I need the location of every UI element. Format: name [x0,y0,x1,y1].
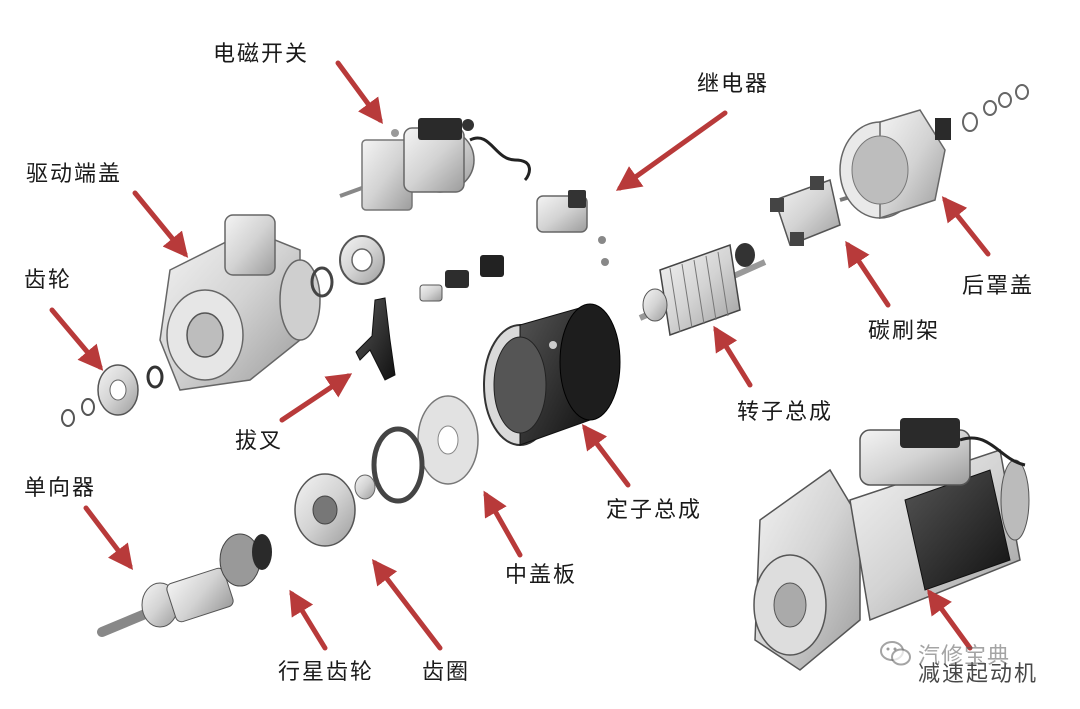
arrow-stator-assembly [581,424,631,488]
label-reduction-starter: 减速起动机 [918,662,1039,687]
arrow-gear [49,307,104,371]
label-one-way-clutch: 单向器 [24,476,97,501]
arrow-shift-fork [279,373,353,423]
arrow-brush-holder [845,240,891,308]
stator-assembly-part [483,303,621,446]
rotor-assembly-part [638,243,767,337]
ring-gear-part [354,426,425,504]
arrow-ring-gear [371,559,443,651]
arrows [49,60,991,651]
one-way-clutch-part [97,533,272,637]
label-shift-fork: 拔叉 [235,429,284,454]
watermark-text: 汽修宝典 [918,644,1011,669]
label-rear-cover: 后罩盖 [962,274,1035,299]
arrow-relay [615,110,728,191]
shift-fork-part [355,297,396,381]
relay-part [536,190,609,266]
arrow-reduction-starter [927,588,973,651]
label-solenoid-switch: 电磁开关 [213,42,310,67]
label-stator-assembly: 定子总成 [606,498,703,523]
rear-cover-part [839,84,1029,220]
label-brush-holder: 碳刷架 [868,319,941,344]
arrow-one-way-clutch [83,505,134,570]
label-relay: 继电器 [697,72,770,97]
arrow-solenoid-switch [335,60,383,125]
arrow-rear-cover [941,196,991,257]
label-ring-gear: 齿圈 [422,660,471,685]
solenoid-switch-part [339,118,531,211]
middle-cover-plate-part [417,395,479,485]
arrow-rotor-assembly [713,325,753,388]
arrow-planetary-gear [289,589,328,651]
label-rotor-assembly: 转子总成 [737,400,834,425]
plunger-parts [419,255,504,302]
gear-part [61,364,164,427]
reduction-starter-assembly [753,418,1030,671]
label-gear: 齿轮 [24,268,73,293]
label-planetary-gear: 行星齿轮 [278,660,375,685]
label-drive-end-cover: 驱动端盖 [26,162,123,187]
arrow-drive-end-cover [132,190,189,258]
arrow-middle-cover-plate [483,490,523,558]
wechat-icon [880,640,912,668]
bearing-part [310,235,385,298]
label-middle-cover-plate: 中盖板 [505,563,578,588]
drive-end-cover-part [159,214,321,391]
watermark: 汽修宝典 [880,638,1010,670]
planetary-gear-part [294,473,356,547]
